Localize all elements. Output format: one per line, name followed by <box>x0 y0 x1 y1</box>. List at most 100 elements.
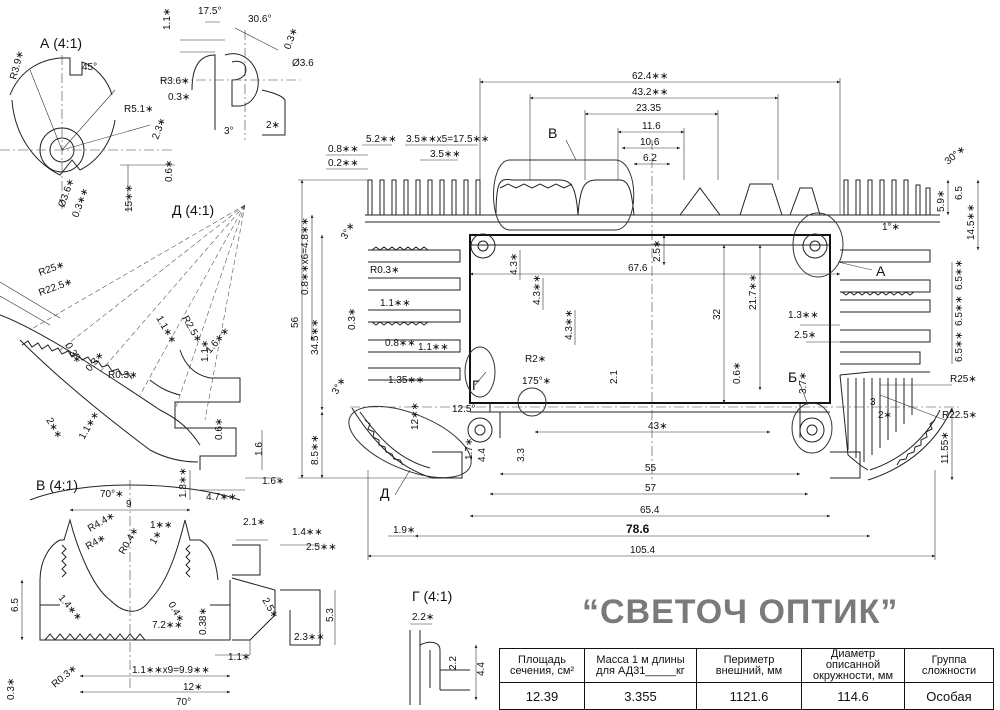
dim-5-9: 5.9∗ <box>936 190 947 212</box>
dim-23-35: 23.35 <box>636 103 661 114</box>
v-5-3: 5.3 <box>325 608 336 622</box>
dim-12-5deg: 12.5° <box>452 404 475 415</box>
d-r25: R25∗ <box>37 259 66 278</box>
dim-3-3: 3.3 <box>516 448 527 462</box>
dim-62-4: 62.4∗∗ <box>632 71 668 82</box>
spec-value-area: 12.39 <box>499 682 585 710</box>
spec-table-header-row: Площадь сечения, см² Масса 1 м длины для… <box>499 648 994 683</box>
v-1-1x9: 1.1∗∗x9=9.9∗∗ <box>132 665 210 676</box>
v-12: 12∗ <box>183 682 203 693</box>
dim-4-4: 4.4 <box>477 448 488 462</box>
a-r5-1: R5.1∗ <box>124 104 154 115</box>
d-4-7: 4.7∗∗ <box>206 492 237 503</box>
d-2: 2∗∗ <box>43 416 64 441</box>
v-1-4b: 1.4∗∗ <box>292 527 323 538</box>
dim-78-6: 78.6 <box>626 522 650 536</box>
a-45: 45° <box>82 62 97 73</box>
dim-34-5: 34.5∗∗ <box>310 319 321 355</box>
dim-10-6: 10.6 <box>640 137 660 148</box>
dim-14-5: 14.5∗∗ <box>966 204 977 240</box>
dim-6-5-c: 6.5∗∗ <box>954 295 965 326</box>
d-1-6b: 1.6 <box>254 442 265 456</box>
a-0-3b: 0.3∗ <box>282 26 300 51</box>
dim-1-7: 1.7∗ <box>464 438 475 460</box>
dim-6-5-b: 6.5∗∗ <box>954 259 965 290</box>
detail-v: В (4:1) 70°∗ 9 R4.4∗ R4∗ R0.4∗ 1∗∗ 1∗ 6.… <box>6 477 337 708</box>
a-17-5: 17.5° <box>198 6 221 17</box>
dim-0-2: 0.2∗∗ <box>328 158 359 169</box>
a-3-6b: Ø3.6 <box>292 58 314 69</box>
clip-hooks <box>467 233 828 443</box>
dim-r0-3: R0.3∗ <box>370 265 400 276</box>
dim-12: 12∗∗ <box>410 402 421 430</box>
dim-11-6: 11.6 <box>642 121 661 132</box>
v-1-1: 1.1∗ <box>228 652 250 663</box>
left-side-fins <box>368 246 461 381</box>
spec-value-perimeter: 1121.6 <box>696 682 802 710</box>
g-2-2: 2.2∗ <box>412 612 434 623</box>
v-0-3: 0.3∗ <box>6 678 17 700</box>
a-3deg: 3° <box>224 126 234 137</box>
spec-header-mass: Масса 1 м длины для АД31_____кг <box>584 648 697 683</box>
spec-header-diameter: Диаметр описанной окружности, мм <box>801 648 905 683</box>
dim-57: 57 <box>645 483 657 494</box>
spec-header-complexity: Группа сложности <box>904 648 994 683</box>
marker-v: В <box>548 125 557 141</box>
dim-r25: R25∗ <box>950 374 977 385</box>
dim-32: 32 <box>712 308 723 320</box>
detail-a: А (4:1) 45° R3.9∗ R5.1∗ 2.3∗ 0.6∗ 15∗∗ 0… <box>0 35 175 219</box>
dim-1deg: 1°∗ <box>882 222 900 233</box>
v-r4-4: R4.4∗ <box>86 510 117 534</box>
a-2: 2∗ <box>266 120 280 131</box>
a-0-6: 0.6∗ <box>164 160 175 182</box>
a-15: 15∗∗ <box>124 184 135 212</box>
dim-105-4: 105.4 <box>630 545 655 556</box>
dim-5-2: 5.2∗∗ <box>366 134 397 145</box>
dim-r2: R2∗ <box>525 354 546 365</box>
dim-4-3-b: 4.3∗∗ <box>532 274 543 305</box>
right-side-fins <box>840 249 931 365</box>
dim-1-1: 1.1∗∗ <box>380 298 411 309</box>
v-r0-4: R0.4∗ <box>117 525 141 556</box>
dim-1-1b: 1.1∗∗ <box>418 342 449 353</box>
v-70b: 70° <box>176 697 191 708</box>
v-1: 1∗∗ <box>150 520 172 531</box>
v-2-3: 2.3∗∗ <box>294 632 325 643</box>
detail-g: Г (4:1) 2.2∗ 2.2 4.4 <box>409 588 487 705</box>
v-2-5b: 2.5∗ <box>259 596 280 621</box>
dim-21-7: 21.7∗∗ <box>748 274 759 310</box>
detail-callouts: В А Г Б Д <box>348 125 886 501</box>
main-horizontal-dimensions: 62.4∗∗ 43.2∗∗ 23.35 11.6 10.6 6.2 67.6 4… <box>326 71 936 560</box>
dim-56: 56 <box>290 316 301 328</box>
v-r4: R4∗ <box>84 532 108 552</box>
marker-d: Д <box>380 485 390 501</box>
marker-b: Б <box>788 369 797 385</box>
dim-30deg: 30°∗ <box>943 144 968 168</box>
v-r0-3: R0.3∗ <box>50 663 80 690</box>
dim-0-8b: 0.8∗∗ <box>385 338 416 349</box>
v-9: 9 <box>126 499 132 510</box>
dim-6-2: 6.2 <box>643 153 657 164</box>
d-0-3b: 0.3∗ <box>84 350 107 374</box>
company-name: “СВЕТОЧ ОПТИК” <box>582 593 899 631</box>
detail-d-title: Д (4:1) <box>172 202 214 218</box>
spec-value-complexity: Особая <box>904 682 994 710</box>
d-1-1c: 1.1∗∗ <box>77 409 102 441</box>
dim-3-7: 3.7∗ <box>798 372 809 394</box>
a-0-3c: 0.3∗ <box>168 92 190 103</box>
spec-value-mass: 3.355 <box>584 682 697 710</box>
top-right-fins <box>843 179 931 215</box>
dim-3-5x5: 3.5∗∗x5=17.5∗∗ <box>406 134 489 145</box>
d-1-1b: 1.1∗ <box>200 340 211 362</box>
d-1-1: 1.1∗∗ <box>153 314 178 346</box>
d-r22-5: R22.5∗ <box>37 276 74 298</box>
dim-6-5-d: 6.5∗∗ <box>954 331 965 362</box>
dim-67-6: 67.6 <box>628 263 648 274</box>
v-7-2: 7.2∗∗ <box>152 620 183 631</box>
spec-header-perimeter: Периметр внешний, мм <box>696 648 802 683</box>
dim-2-1: 2.1 <box>609 370 620 384</box>
d-0-3: 0.3∗ <box>62 341 83 366</box>
d-1-6c: 1.6∗ <box>262 476 284 487</box>
v-1-4: 1.4∗∗ <box>56 593 84 624</box>
